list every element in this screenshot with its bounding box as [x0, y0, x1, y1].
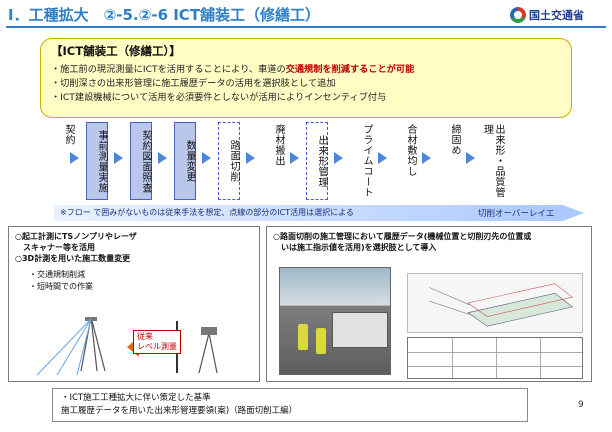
summary-title: 【ICT舗装工（修繕工）】 [51, 44, 181, 58]
conventional-method-label: 従来 レベル測量 [133, 330, 181, 354]
organization-name: 国土交通省 [529, 9, 584, 22]
flow-arrow-icon [334, 152, 343, 164]
summary-line-3: ・ICT建設機械について活用を必須要件としないが活用によりインセンティブ付与 [51, 92, 387, 103]
summary-line-2: ・切削深さの出来形管理に施工履歴データの活用を選択肢として追加 [51, 78, 336, 89]
summary-line-1-emphasis: 交通規制を削減することが可能 [285, 64, 415, 75]
table-divider [452, 338, 453, 378]
banner-arrow-icon [54, 205, 584, 221]
page-number: 9 [578, 400, 584, 410]
flow-step-as-built-control: 出来形管理 [306, 122, 328, 200]
flow-arrow-icon [70, 152, 79, 164]
worker-icon [298, 324, 308, 350]
summary-line-1-text: ・施工前の現況測量にICTを活用することにより、車道の [51, 64, 286, 75]
flow-step-quantity-change: 数量変更 [174, 122, 196, 200]
flow-arrow-icon [246, 152, 255, 164]
milling-site-photo [279, 267, 391, 375]
flow-arrow-icon [202, 152, 211, 164]
header-divider [6, 26, 606, 28]
survey-text-5: ・短時間での作業 [29, 282, 93, 291]
process-flow: 契約 事前測量実施 契約図面照査 数量変更 路面切削 廃材搬出 出来形管理 プラ… [52, 122, 582, 200]
standards-line-2: 施工履歴データを用いた出来形管理要領(案)（路面切削工編） [61, 406, 298, 416]
flow-arrow-icon [290, 152, 299, 164]
flow-step-quality-control: 出来形・品質管理 [481, 124, 505, 198]
survey-text-4: ・交通規制削減 [29, 270, 85, 279]
milling-text-2: いは施工指示値を活用)を選択肢として導入 [281, 243, 437, 252]
flow-arrow-icon [378, 152, 387, 164]
milling-panel: ○路面切削の施工管理において履歴データ(機械位置と切削刃先の位置或 いは施工指示… [266, 226, 592, 382]
flow-step-milling: 路面切削 [218, 122, 240, 200]
standards-note: ・ICT施工工種拡大に伴い策定した基準 施工履歴データを用いた出来形管理要領(案… [52, 388, 528, 422]
flow-start: 契約 [63, 124, 74, 145]
flow-step-spreading: 合材敷均し [405, 124, 416, 177]
summary-line-1: ・施工前の現況測量にICTを活用することにより、車道の交通規制を削減することが可… [51, 63, 561, 77]
level-instrument-icon [176, 321, 218, 374]
control-table [407, 337, 583, 379]
flow-arrow-icon [158, 152, 167, 164]
table-divider [408, 366, 582, 367]
mlit-logo-icon [510, 7, 526, 23]
flow-arrow-icon [466, 152, 475, 164]
survey-panel: ○起工計測にTSノンプリやレーザ スキャナー等を活用 ○3D計測を用いた施工数量… [8, 226, 260, 382]
table-divider [496, 338, 497, 378]
organization-mark: 国土交通省 [510, 6, 606, 24]
flow-arrow-icon [114, 152, 123, 164]
survey-text-2: スキャナー等を活用 [23, 243, 95, 252]
surface-mesh-upper-icon [467, 283, 573, 317]
banner-note: ※フロー で囲みがないものは従来手法を想定、点線の部分のICT活用は選択による [60, 208, 354, 217]
cutting-surface-chart [407, 273, 583, 333]
summary-box: 【ICT舗装工（修繕工）】 ・施工前の現況測量にICTを活用することにより、車道… [40, 38, 572, 118]
conventional-label-line-2: レベル測量 [137, 342, 177, 351]
flow-step-prime-coat: プライムコート [361, 124, 372, 198]
scan-beam-icon [36, 318, 92, 376]
survey-figure [36, 317, 218, 376]
standards-line-1: ・ICT施工工種拡大に伴い策定した基準 [61, 393, 211, 403]
table-divider [408, 352, 582, 353]
milling-machine-icon [332, 312, 388, 348]
survey-text-1: ○起工計測にTSノンプリやレーザ [15, 232, 137, 241]
page-title: Ⅰ．工種拡大 ②-5.②-6 ICT舗装工（修繕工） [8, 6, 321, 24]
table-divider [540, 338, 541, 378]
milling-text-1: ○路面切削の施工管理において履歴データ(機械位置と切削刃先の位置或 [273, 232, 532, 241]
banner-label: 切削オーバーレイエ [478, 209, 555, 219]
conventional-label-line-1: 従来 [137, 332, 153, 341]
flow-step-drawing-check: 契約図面照査 [130, 122, 152, 200]
survey-text-3: ○3D計測を用いた施工数量変更 [15, 254, 131, 263]
flow-arrow-icon [422, 152, 431, 164]
flow-step-waste-removal: 廃材搬出 [273, 124, 284, 166]
worker-icon [316, 328, 326, 354]
flow-step-survey: 事前測量実施 [86, 122, 108, 200]
flow-step-compaction: 締固め [449, 124, 460, 156]
surface-mesh-icon [467, 293, 573, 327]
flow-banner: ※フロー で囲みがないものは従来手法を想定、点線の部分のICT活用は選択による … [54, 205, 584, 221]
